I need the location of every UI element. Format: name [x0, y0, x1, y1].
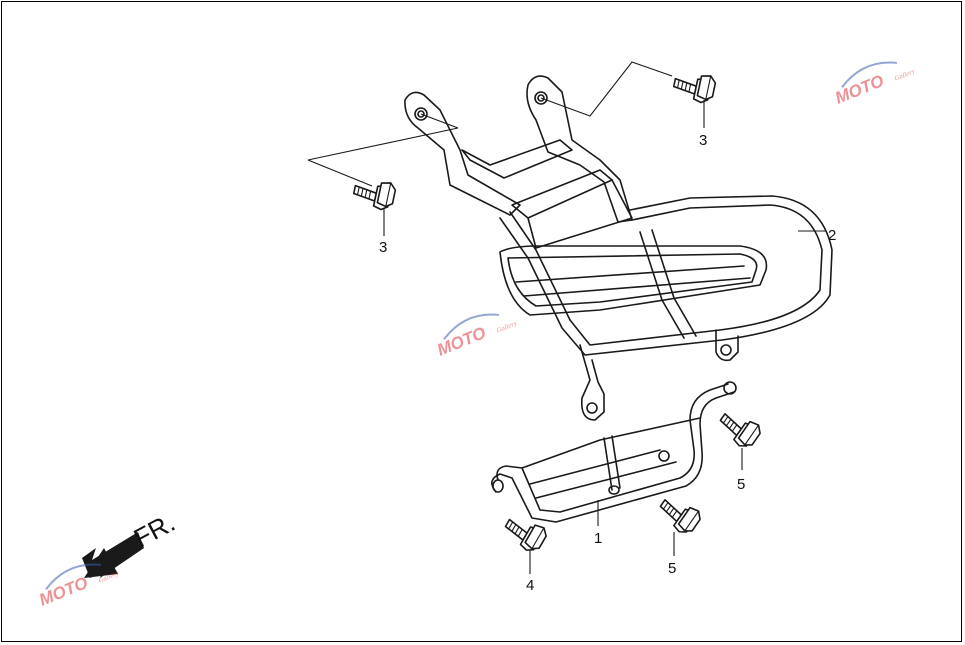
svg-text:Gallery: Gallery — [893, 67, 917, 83]
bolt-lower-mid — [653, 490, 705, 539]
svg-text:MOTO: MOTO — [36, 573, 90, 610]
callout-bolt-lower-mid: 5 — [668, 560, 676, 577]
front-carrier-rack — [404, 75, 833, 421]
bolt-lower-right — [713, 404, 765, 453]
callout-bolt-upper-left: 3 — [379, 239, 387, 256]
callout-bolt-upper-right: 3 — [699, 132, 707, 149]
svg-text:Gallery: Gallery — [495, 319, 519, 335]
leader-lines — [307, 61, 826, 574]
svg-text:MOTO: MOTO — [832, 71, 886, 108]
moto-gallery-logo-icon: MOTO Gallery — [832, 61, 917, 108]
callout-bolt-lower-left: 4 — [526, 577, 534, 594]
moto-gallery-logo-icon: MOTO Gallery — [434, 313, 519, 360]
bolt-lower-left — [499, 510, 550, 556]
bolt-upper-right — [670, 68, 718, 106]
rear-carrier-rail — [491, 381, 737, 523]
front-direction-arrow-icon — [82, 532, 144, 578]
bolt-upper-left — [350, 175, 398, 213]
callout-bolt-lower-right: 5 — [737, 476, 745, 493]
svg-text:MOTO: MOTO — [434, 323, 488, 360]
callout-front-carrier: 2 — [828, 227, 836, 244]
callout-rear-carrier: 1 — [594, 530, 602, 547]
